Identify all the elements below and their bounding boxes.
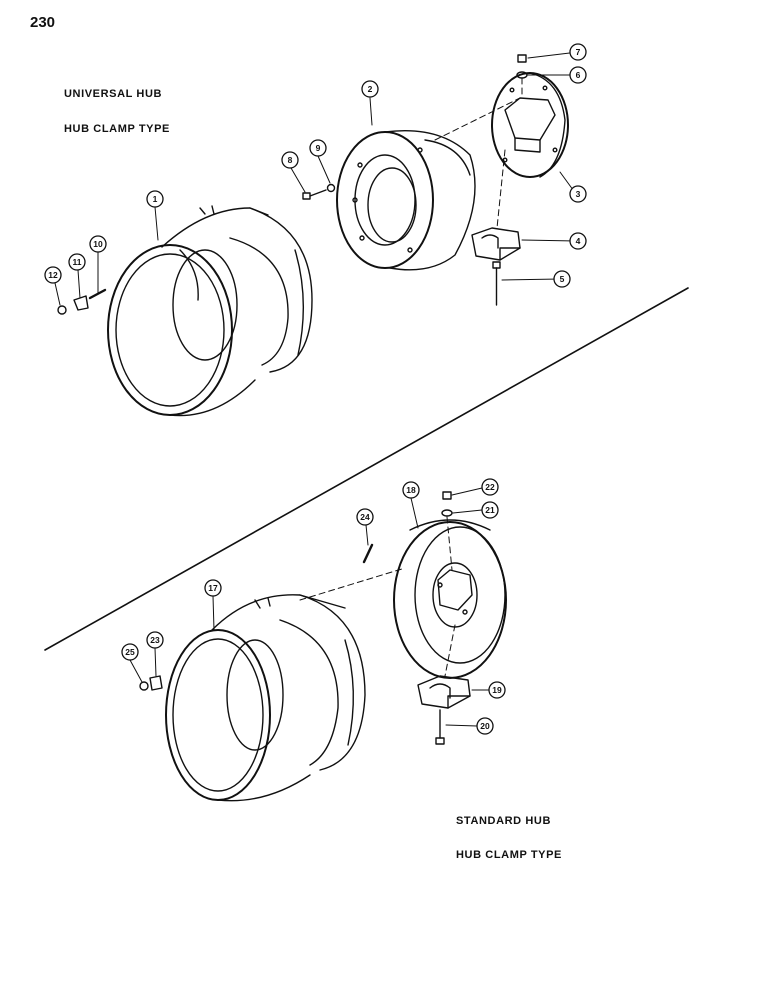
callout-23: 23 bbox=[146, 631, 164, 649]
svg-text:20: 20 bbox=[480, 721, 490, 731]
hub-flange-upper bbox=[336, 129, 476, 271]
stud-lower bbox=[362, 543, 374, 564]
clamp-lug-upper bbox=[73, 295, 89, 311]
svg-text:25: 25 bbox=[125, 647, 135, 657]
callout-3: 3 bbox=[569, 185, 587, 203]
svg-text:7: 7 bbox=[576, 47, 581, 57]
hub-clamp-upper bbox=[471, 227, 521, 261]
callout-7: 7 bbox=[569, 43, 587, 61]
svg-text:5: 5 bbox=[560, 274, 565, 284]
svg-text:23: 23 bbox=[150, 635, 160, 645]
callout-8: 8 bbox=[281, 151, 299, 169]
svg-text:1: 1 bbox=[153, 194, 158, 204]
lower-subtitle: HUB CLAMP TYPE bbox=[456, 849, 562, 861]
wheel-rim-upper bbox=[107, 205, 313, 417]
lower-title: STANDARD HUB bbox=[456, 815, 551, 827]
callout-10: 10 bbox=[89, 235, 107, 253]
hub-casting-upper bbox=[491, 72, 569, 178]
wheel-rim-lower bbox=[165, 594, 366, 802]
callout-6: 6 bbox=[569, 66, 587, 84]
hub-clamp-lower bbox=[417, 675, 471, 709]
stud-upper bbox=[88, 288, 107, 300]
callout-24: 24 bbox=[356, 508, 374, 526]
svg-text:21: 21 bbox=[485, 505, 495, 515]
svg-text:12: 12 bbox=[48, 270, 58, 280]
svg-text:8: 8 bbox=[288, 155, 293, 165]
lug-nut-lower bbox=[139, 681, 149, 691]
svg-text:17: 17 bbox=[208, 583, 218, 593]
callout-17: 17 bbox=[204, 579, 222, 597]
upper-subtitle: HUB CLAMP TYPE bbox=[64, 123, 170, 135]
svg-text:11: 11 bbox=[73, 257, 82, 267]
clamp-bolt-upper bbox=[492, 261, 501, 306]
svg-text:6: 6 bbox=[576, 70, 581, 80]
washer-lower bbox=[441, 509, 453, 517]
callout-25: 25 bbox=[121, 643, 139, 661]
lug-nut-upper bbox=[57, 305, 67, 315]
assembly-lines-upper bbox=[434, 77, 523, 229]
svg-text:24: 24 bbox=[360, 512, 370, 522]
assembly-lines-lower bbox=[299, 516, 456, 677]
callout-5: 5 bbox=[553, 270, 571, 288]
callout-18: 18 bbox=[402, 481, 420, 499]
svg-text:2: 2 bbox=[368, 84, 373, 94]
callout-9: 9 bbox=[309, 139, 327, 157]
callout-21: 21 bbox=[481, 501, 499, 519]
svg-text:19: 19 bbox=[492, 685, 502, 695]
callout-4: 4 bbox=[569, 232, 587, 250]
callout-20: 20 bbox=[476, 717, 494, 735]
callout-19: 19 bbox=[488, 681, 506, 699]
bolt-upper bbox=[302, 189, 327, 200]
callout-2: 2 bbox=[361, 80, 379, 98]
svg-text:9: 9 bbox=[316, 143, 321, 153]
svg-text:10: 10 bbox=[93, 239, 103, 249]
svg-text:22: 22 bbox=[485, 482, 495, 492]
svg-text:18: 18 bbox=[406, 485, 416, 495]
nut-9-upper bbox=[326, 183, 336, 193]
upper-title: UNIVERSAL HUB bbox=[64, 88, 163, 100]
callout-1: 1 bbox=[146, 190, 164, 208]
clamp-lug-lower bbox=[149, 675, 163, 691]
leader-lines-lower bbox=[129, 487, 490, 727]
svg-text:4: 4 bbox=[576, 236, 581, 246]
nut-upper bbox=[517, 54, 527, 63]
clamp-bolt-lower bbox=[435, 709, 445, 745]
callout-22: 22 bbox=[481, 478, 499, 496]
separator-line bbox=[44, 287, 689, 651]
callout-11: 11 bbox=[68, 253, 86, 271]
nut-lower bbox=[442, 491, 452, 500]
svg-text:3: 3 bbox=[576, 189, 581, 199]
hub-disc-lower bbox=[393, 519, 507, 679]
callout-12: 12 bbox=[44, 266, 62, 284]
page-number: 230 bbox=[30, 14, 56, 31]
